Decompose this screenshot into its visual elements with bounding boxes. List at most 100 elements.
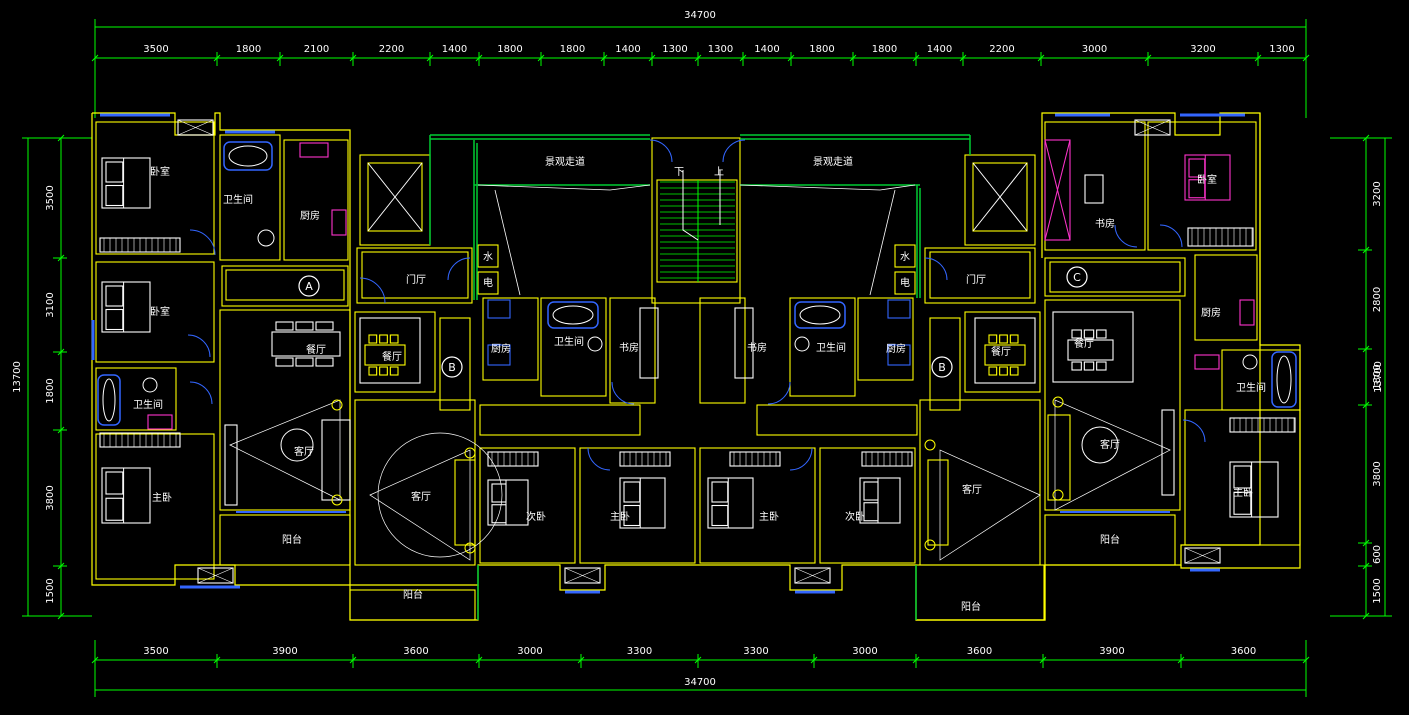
duct-shaft-cross <box>177 119 214 136</box>
closet-master-c <box>1229 417 1296 433</box>
dining-table-a-chair <box>275 321 294 331</box>
label-dining-b-right: 餐厅 <box>991 345 1011 358</box>
tv-cabinet-a <box>224 424 238 506</box>
view-cone-a <box>229 399 341 501</box>
bed-bedroom-2-pillow <box>105 308 124 331</box>
closet-bedroom-c <box>1187 227 1254 247</box>
dining-rug-b-right <box>974 317 1036 384</box>
label-bath-a: 卫生间 <box>223 193 253 206</box>
dim-slash <box>1254 54 1262 62</box>
duct-shaft <box>1184 547 1221 564</box>
dining-table-b-left <box>364 344 406 366</box>
bathtub-left <box>97 374 121 426</box>
walls <box>91 112 1301 621</box>
dim-text: 1800 <box>560 44 585 55</box>
dim-text: 3500 <box>143 44 168 55</box>
dim-text: 1500 <box>1372 578 1383 603</box>
dim-text: 1800 <box>236 44 261 55</box>
dining-table-b-left-chair <box>389 366 399 376</box>
dim-slash <box>1302 54 1310 62</box>
room-dining-b-left <box>354 311 436 393</box>
closet-second-right <box>861 451 913 467</box>
sink-b-left <box>487 344 511 366</box>
door-swing <box>1182 419 1206 443</box>
room-kitchen-c <box>1194 254 1258 341</box>
wardrobe-cross <box>1044 139 1071 241</box>
corridor-a-inner <box>225 269 345 301</box>
room-bath-b-right <box>789 297 856 397</box>
room-foyer-left-inner <box>361 251 469 299</box>
duct-shaft <box>1134 119 1171 136</box>
dim-text: 1400 <box>442 44 467 55</box>
room-water-left <box>477 244 499 268</box>
room-bedroom-c <box>1147 121 1257 251</box>
dim-slash <box>57 426 65 434</box>
label-kitchen-b-left: 厨房 <box>491 342 511 355</box>
view-cone-c <box>1054 399 1171 511</box>
dim-slash <box>694 54 702 62</box>
dim-slash <box>739 54 747 62</box>
toilet-b-left <box>587 336 603 352</box>
door-swing <box>1159 224 1183 248</box>
column-marker <box>924 539 936 551</box>
dim-text: 3800 <box>45 485 56 510</box>
duct-shaft <box>177 119 214 136</box>
dining-table-b-right-chair <box>1009 334 1019 344</box>
bathtub-b-right-basin <box>799 305 841 325</box>
column-marker <box>331 494 343 506</box>
dim-text: 1300 <box>708 44 733 55</box>
room-kitchen-b-right <box>857 297 914 381</box>
column-marker <box>464 542 476 554</box>
room-master-b-left <box>579 447 696 564</box>
dim-slash <box>475 656 483 664</box>
room-dining-living-a <box>219 309 351 511</box>
column-marker <box>1052 489 1064 501</box>
bed-bedroom-c <box>1184 154 1231 201</box>
desk-study-left <box>639 307 659 379</box>
bed-second-left <box>487 479 529 526</box>
dim-text: 3500 <box>143 646 168 657</box>
room-balcony-b-left-lower <box>349 589 476 621</box>
dining-table-b-right <box>984 344 1026 366</box>
dim-text: 3100 <box>45 292 56 317</box>
dim-text: 3900 <box>272 646 297 657</box>
door-swing <box>924 257 948 281</box>
label-living-a: 客厅 <box>294 445 314 458</box>
room-kitchen-b-left <box>482 297 539 381</box>
dim-text: 2200 <box>379 44 404 55</box>
dining-table-c-chair <box>1096 329 1107 339</box>
terrace-rail <box>494 189 521 296</box>
dining-table-b-left-chair <box>368 366 378 376</box>
bed-master-b-left-pillow <box>623 481 641 503</box>
label-corridor-right: 景观走道 <box>813 155 853 168</box>
bathtub-a-basin <box>228 145 268 167</box>
view-cone-b-right <box>939 449 1041 561</box>
unit-tag-c: C <box>1073 271 1081 284</box>
dim-text: 3600 <box>1231 646 1256 657</box>
label-study-right: 书房 <box>747 341 767 354</box>
sink-a <box>331 209 347 236</box>
label-corridor-left: 景观走道 <box>545 155 585 168</box>
sofa-c <box>1047 414 1071 501</box>
room-master-c <box>1184 409 1301 546</box>
label-dining-a: 餐厅 <box>306 343 326 356</box>
shaft-b-left <box>439 317 471 411</box>
swing-circle-b-left <box>377 432 503 558</box>
column-marker <box>331 399 343 411</box>
coffee-table-a <box>280 428 314 462</box>
stove-b-left <box>487 299 511 319</box>
dim-text: 3600 <box>967 646 992 657</box>
bathtub-b-left <box>547 301 599 329</box>
duct-shaft <box>794 567 831 584</box>
tv-cabinet-c <box>1161 409 1175 496</box>
room-balcony-a <box>219 514 351 566</box>
dim-slash <box>349 54 357 62</box>
dining-table-b-left-chair <box>368 334 378 344</box>
dim-text-overall: 13700 <box>1373 361 1384 393</box>
label-bath-b-left: 卫生间 <box>554 335 584 348</box>
dim-slash <box>91 54 99 62</box>
corridor-c <box>1044 257 1186 297</box>
dim-slash <box>276 54 284 62</box>
room-power-right <box>894 271 916 295</box>
dim-text: 2800 <box>1372 287 1383 312</box>
